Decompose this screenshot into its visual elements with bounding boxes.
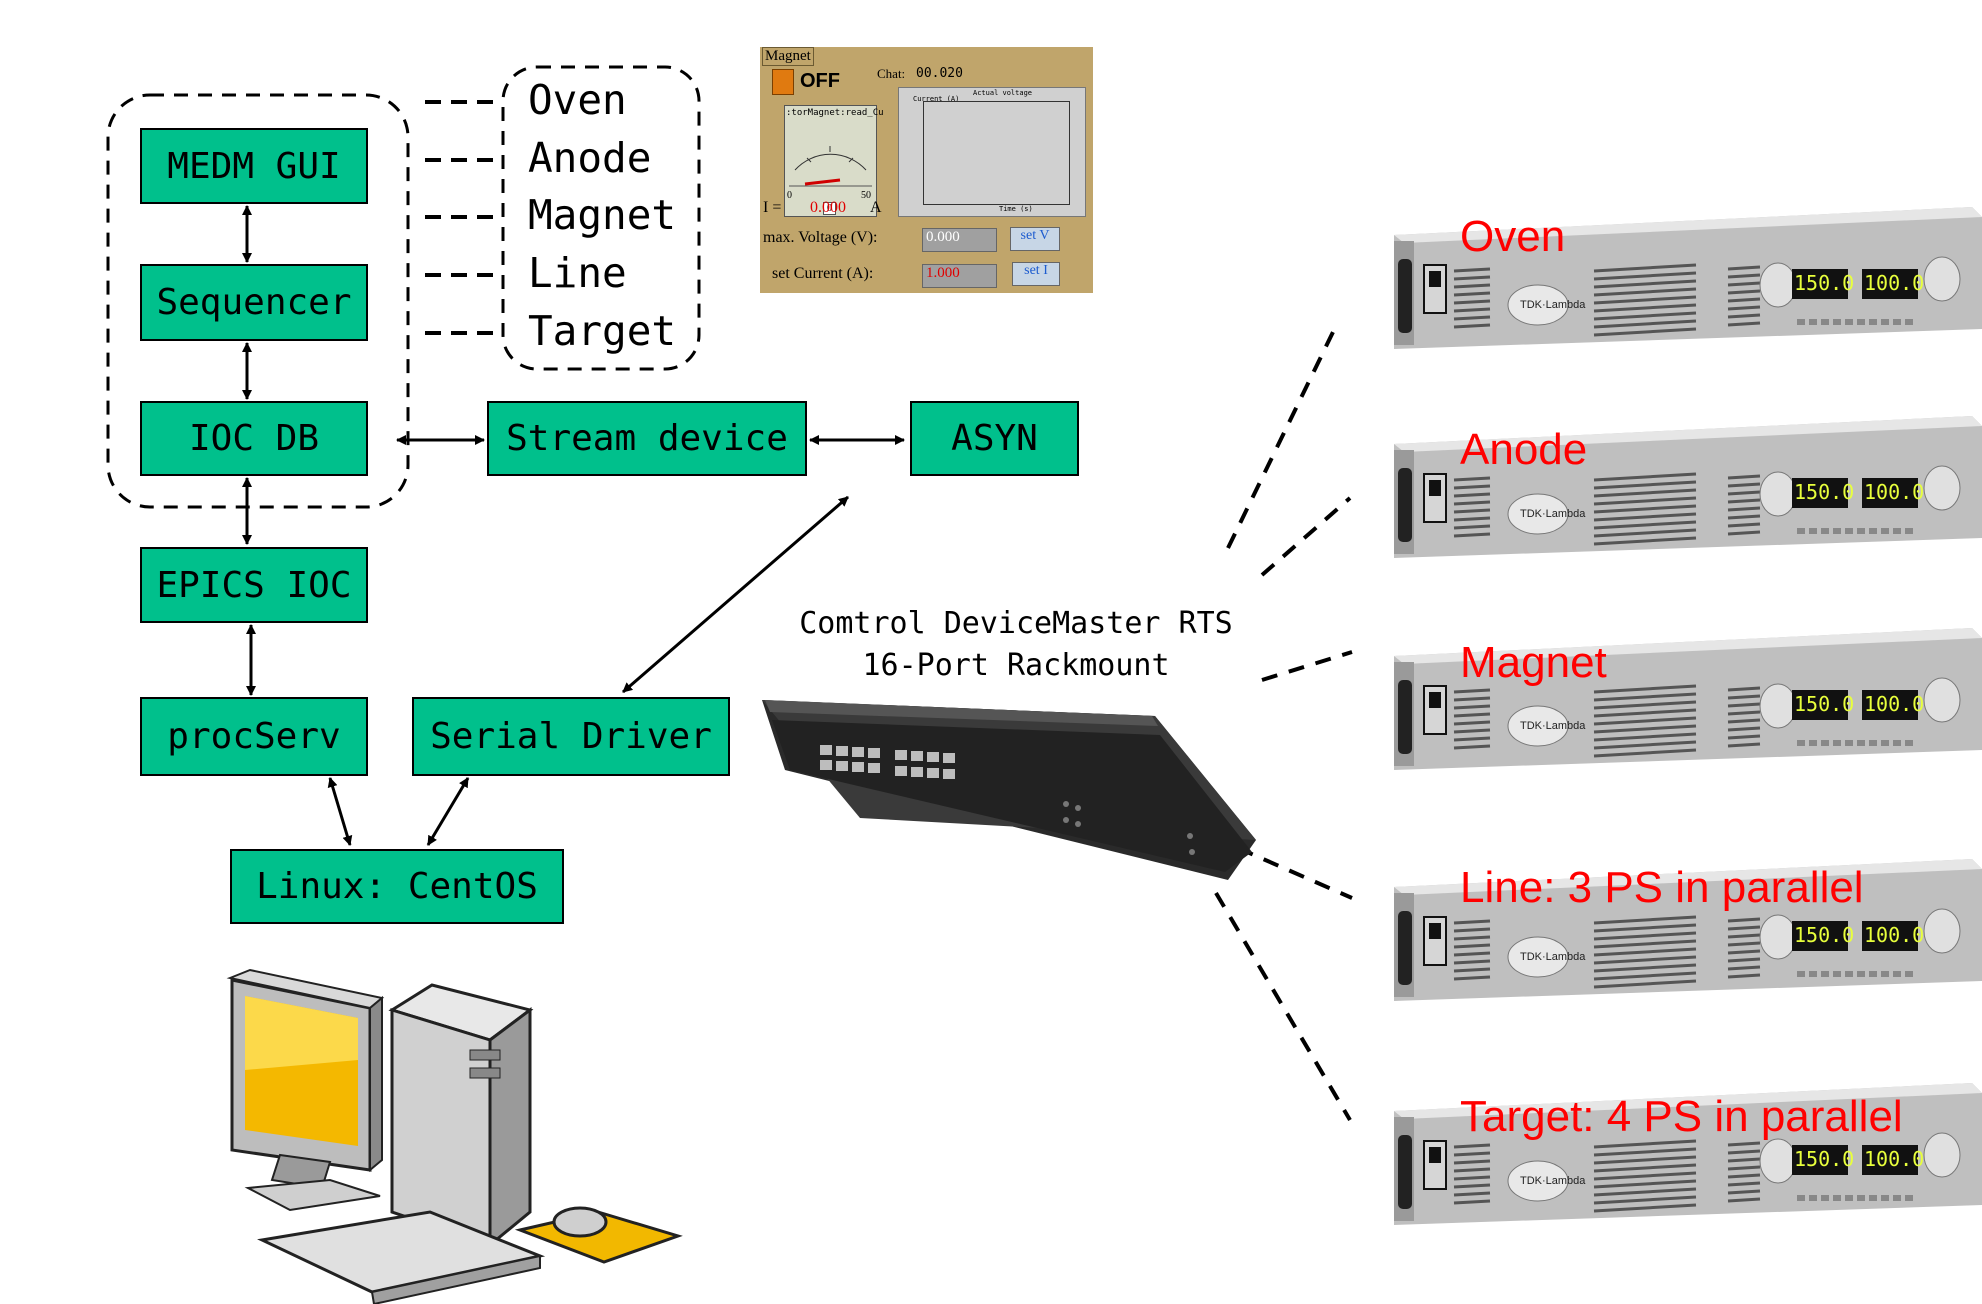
voltage-chart: Actual voltage Current (A) Time (s)	[898, 87, 1086, 217]
power-supply-oven: TDK·Lambda 150.0 100.0	[1372, 207, 1982, 349]
link-ps-anode	[1260, 496, 1352, 577]
screen-label-anode: Anode	[528, 134, 652, 182]
ps-voltage-display: 150.0	[1794, 692, 1855, 716]
chart-xlabel: Time (s)	[999, 205, 1033, 213]
ps-front-panel	[1394, 628, 1982, 770]
power-supply-line: TDK·Lambda 150.0 100.0	[1372, 859, 1982, 1001]
current-unit: A	[870, 199, 882, 216]
meter-max: 50	[861, 190, 871, 201]
ps-label-line: Line: 3 PS in parallel	[1460, 863, 1864, 912]
power-supply-magnet: TDK·Lambda 150.0 100.0	[1372, 628, 1982, 770]
link-ps-target	[1214, 891, 1352, 1122]
ps-brand-logo: TDK·Lambda	[1520, 1175, 1586, 1187]
ps-current-display: 100.0	[1864, 480, 1925, 504]
medm-gui-box: MEDM GUI	[140, 128, 368, 204]
screen-label-oven: Oven	[528, 76, 627, 124]
max-voltage-label: max. Voltage (V):	[763, 229, 878, 246]
screen-label-magnet: Magnet	[528, 191, 677, 239]
ps-brand-logo: TDK·Lambda	[1520, 508, 1586, 520]
chart-ylabel: Current (A)	[913, 95, 960, 103]
panel-title: Magnet	[762, 47, 814, 66]
serial-driver-box: Serial Driver	[412, 697, 730, 776]
set-current-label: set Current (A):	[772, 265, 874, 282]
set-current-button[interactable]: set I	[1012, 262, 1060, 286]
power-supply-anode: TDK·Lambda 150.0 100.0	[1372, 416, 1982, 558]
procserv-box: procServ	[140, 697, 368, 776]
screen-label-target: Target	[528, 307, 677, 355]
ps-front-panel	[1394, 859, 1982, 1001]
current-meter: :torMagnet:read_Cu 0 50 0	[784, 105, 884, 217]
ps-brand-logo: TDK·Lambda	[1520, 951, 1586, 963]
current-label: I =	[763, 199, 782, 216]
max-voltage-field[interactable]: 0.000	[922, 228, 997, 252]
set-current-field[interactable]: 1.000	[922, 264, 997, 288]
power-supply-target: TDK·Lambda 150.0 100.0	[1372, 1083, 1982, 1225]
meter-readout: 0	[823, 202, 836, 215]
power-state-label: OFF	[800, 70, 840, 92]
ps-voltage-display: 150.0	[1794, 271, 1855, 295]
ioc-group-border	[106, 93, 410, 509]
ps-voltage-display: 150.0	[1794, 480, 1855, 504]
asyn-box: ASYN	[910, 401, 1079, 476]
stream-device-box: Stream device	[487, 401, 807, 476]
ps-label-oven: Oven	[1460, 212, 1566, 261]
arrow-procserv-linux	[327, 777, 353, 846]
link-ps-line	[1237, 846, 1353, 900]
sequencer-box: Sequencer	[140, 264, 368, 341]
current-value: 0.000	[810, 199, 846, 216]
ps-label-target: Target: 4 PS in parallel	[1460, 1092, 1903, 1141]
chat-value: 00.020	[916, 66, 963, 81]
meter-dial	[789, 146, 872, 187]
chart-title: Actual voltage	[973, 89, 1033, 97]
linux-box: Linux: CentOS	[230, 849, 564, 924]
screen-label-line: Line	[528, 249, 627, 297]
link-ps-magnet	[1261, 650, 1353, 682]
ioc-db-box: IOC DB	[140, 401, 368, 476]
ps-current-display: 100.0	[1864, 692, 1925, 716]
magnet-medm-panel: Magnet OFF Chat: 00.020 :torMagnet:read_…	[760, 47, 1093, 293]
arrow-asyn-serial	[622, 495, 849, 694]
ps-current-display: 100.0	[1864, 923, 1925, 947]
set-voltage-button[interactable]: set V	[1010, 227, 1060, 251]
device-server-caption-line2: 16-Port Rackmount	[862, 648, 1170, 683]
chat-label: Chat:	[877, 66, 906, 81]
ps-brand-logo: TDK·Lambda	[1520, 299, 1586, 311]
ps-brand-logo: TDK·Lambda	[1520, 720, 1586, 732]
ps-front-panel	[1394, 416, 1982, 558]
ps-front-panel	[1394, 1083, 1982, 1225]
chart-plot-area	[923, 101, 1070, 205]
ps-label-anode: Anode	[1460, 425, 1588, 474]
device-server-caption-line1: Comtrol DeviceMaster RTS	[799, 606, 1233, 641]
epics-ioc-box: EPICS IOC	[140, 547, 368, 623]
ps-front-panel	[1394, 207, 1982, 349]
meter-channel: :torMagnet:read_Cu	[786, 108, 884, 118]
arrow-serial-linux	[426, 777, 470, 846]
link-ps-oven	[1226, 329, 1336, 549]
power-toggle-button[interactable]	[772, 69, 794, 95]
ps-current-display: 100.0	[1864, 1147, 1925, 1171]
ps-voltage-display: 150.0	[1794, 923, 1855, 947]
ps-current-display: 100.0	[1864, 271, 1925, 295]
gui-screens-group-border	[501, 65, 701, 371]
ps-label-magnet: Magnet	[1460, 638, 1607, 687]
meter-min: 0	[787, 190, 792, 201]
ps-voltage-display: 150.0	[1794, 1147, 1855, 1171]
